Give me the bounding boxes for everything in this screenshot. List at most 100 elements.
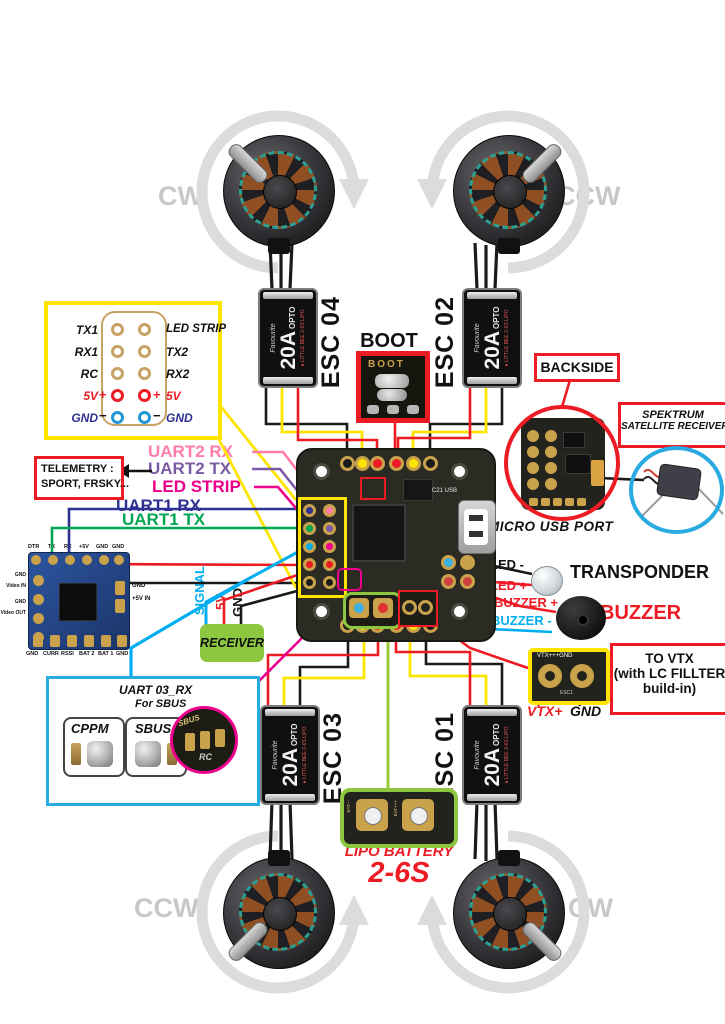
receiver-pcb-photo	[28, 552, 130, 650]
5v-pad	[303, 558, 316, 571]
esc-solder-cap	[467, 794, 517, 801]
pad	[138, 323, 151, 336]
pad-hole	[410, 807, 428, 825]
signal-pad	[303, 540, 316, 553]
pad	[33, 594, 44, 605]
receiver-module-label: RECEIVER	[200, 636, 264, 650]
esc-solder-cap	[265, 794, 315, 801]
rx-pin-dtr: DTR	[28, 544, 40, 550]
led-strip-pad	[323, 540, 336, 553]
rx-pin-gnd2: GND	[112, 544, 125, 550]
pinout-legend-box: TX1 RX1 RC 5V GND LED STRIP TX2 RX2 5V G…	[44, 301, 226, 440]
sbus-pad-silk: SBUS	[176, 712, 201, 729]
micro-usb-label: MICRO USB PORT	[488, 519, 614, 534]
solder-pad	[407, 405, 419, 414]
rc-pad-silk: RC	[199, 752, 212, 762]
pin-label-rc: RC	[80, 367, 98, 381]
gyro-chip	[403, 479, 433, 501]
pin-label-tx2: TX2	[166, 345, 189, 359]
pad	[185, 733, 195, 751]
uart2-rx-pad	[323, 504, 336, 517]
usb-slot	[469, 515, 483, 521]
receiver-module-box: RECEIVER	[200, 624, 264, 662]
rx-pin-rssi: RSSI	[61, 651, 74, 657]
battery-pads-highlight	[343, 592, 402, 629]
pin-label-tx1: TX1	[75, 323, 98, 337]
transponder-label: TRANSPONDER	[570, 562, 710, 582]
solder-blob	[135, 741, 161, 767]
motor-connector	[268, 238, 290, 254]
bat-neg-dot	[354, 603, 364, 613]
pad	[200, 731, 210, 749]
pad-hole	[545, 671, 555, 681]
esc2-gnd-pad	[423, 456, 438, 471]
rx-pin-gnd-right: GND	[132, 583, 146, 589]
bat-neg-pad	[349, 598, 369, 618]
buzzer-label: BUZZER	[600, 602, 682, 624]
vtx-gnd-pad	[570, 664, 594, 688]
lipo-pads-photo: BAT--- BAT+++	[340, 788, 458, 848]
pin-label-5v-right: 5V	[166, 389, 181, 403]
vtx-pads-highlight	[398, 590, 438, 627]
motor-connector	[268, 850, 290, 866]
pad	[215, 729, 225, 747]
pad	[117, 635, 127, 647]
to-vtx-line1: TO VTX	[645, 651, 694, 666]
motor-hub	[263, 175, 297, 209]
led-buzzer-pads	[441, 555, 479, 593]
telemetry-line1: TELEMETRY :	[41, 463, 114, 475]
buzzer-photo	[556, 596, 606, 640]
to-vtx-line2: (with LC FILLTER	[613, 665, 725, 681]
sbus-label: SBUS	[135, 721, 172, 736]
sbus-pads-highlight	[337, 568, 362, 591]
rx-pin-gnd: GND	[96, 544, 109, 550]
mount-hole	[451, 463, 468, 480]
spektrum-line1: SPEKTRUM	[642, 409, 704, 421]
rotation-label-cw-rear-right: CW	[568, 893, 613, 923]
esc2-pwr-pad	[389, 456, 404, 471]
to-vtx-box: TO VTX (with LC FILLTER build-in)	[610, 643, 725, 715]
spektrum-box: SPEKTRUM SATELLITE RECEIVER	[618, 402, 725, 448]
pad	[33, 575, 44, 586]
buzzer-minus-label: BUZZER -	[491, 613, 552, 628]
mcu-chip	[352, 504, 406, 562]
boot-pads-photo: BOOT	[356, 351, 430, 423]
vtx-gnd-pad	[418, 600, 433, 615]
pad	[115, 599, 125, 613]
rotation-label-ccw-rear-left: CCW	[134, 893, 199, 923]
motor-connector	[498, 850, 520, 866]
uart1-rx-pad	[303, 504, 316, 517]
spektrum-line2: SATELLITE RECEIVER	[621, 421, 725, 433]
uart2-rx-label: UART2 RX	[148, 442, 234, 461]
pad	[111, 345, 124, 358]
buzzer-pos-pad	[441, 574, 456, 589]
bat-pos-pad	[373, 598, 393, 618]
boot-label: BOOT	[360, 330, 418, 352]
telemetry-line2: SPORT, FRSKY...	[41, 478, 130, 490]
pin-label-rx2: RX2	[166, 367, 190, 381]
uart-header-highlight	[298, 497, 347, 598]
motor-connector	[498, 238, 520, 254]
to-vtx-line3: build-in)	[642, 680, 697, 696]
minus-sign: −	[153, 408, 161, 423]
rx-pin-bat2: BAT 2	[79, 651, 95, 657]
pad	[48, 555, 58, 565]
header-outline	[101, 311, 167, 426]
vtx-plus-pad	[538, 664, 562, 688]
transponder-led-photo	[531, 566, 563, 596]
bat-pos-solder-pad	[402, 799, 434, 831]
vtx-pad-silk: VTX+++GND	[537, 653, 573, 659]
rotation-label-cw-front-left: CW	[158, 181, 203, 211]
5v-pad2	[323, 558, 336, 571]
pin-label-gnd-left: GND	[71, 411, 98, 425]
uart1-tx-label: UART1 TX	[122, 510, 206, 529]
motor-hub	[493, 897, 527, 931]
pad	[33, 635, 43, 647]
motor-front-right	[453, 135, 565, 254]
motor-hub	[493, 175, 527, 209]
